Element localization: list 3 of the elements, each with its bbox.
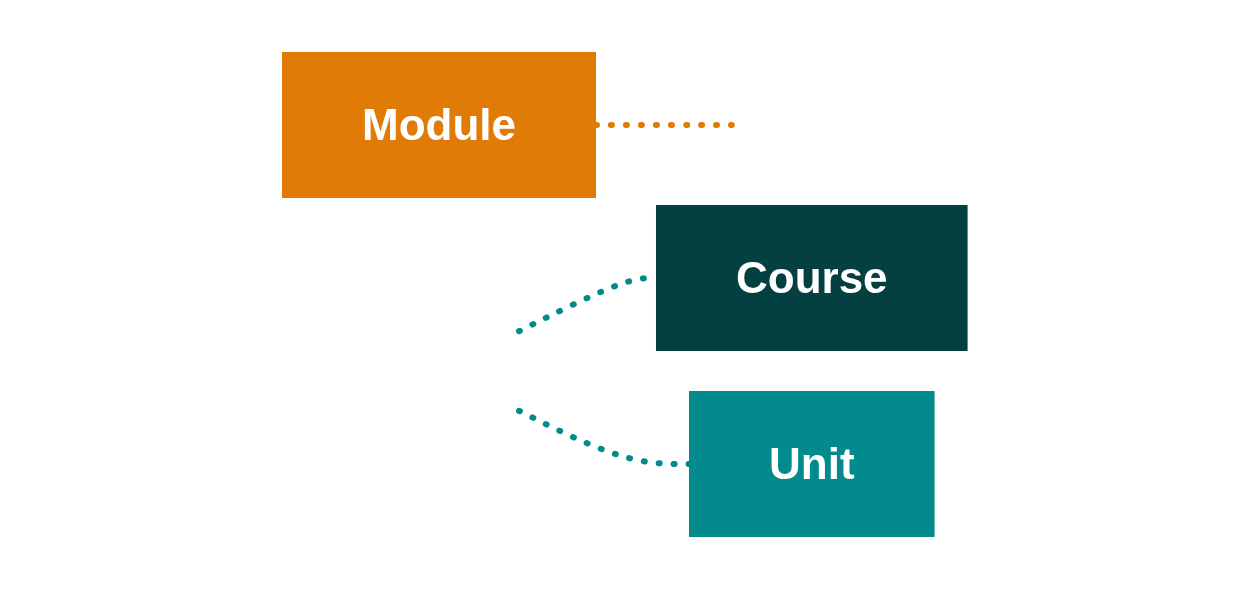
node-box: Course <box>656 205 968 351</box>
node-box: Unit <box>689 391 935 537</box>
node-box: Module <box>282 52 597 198</box>
